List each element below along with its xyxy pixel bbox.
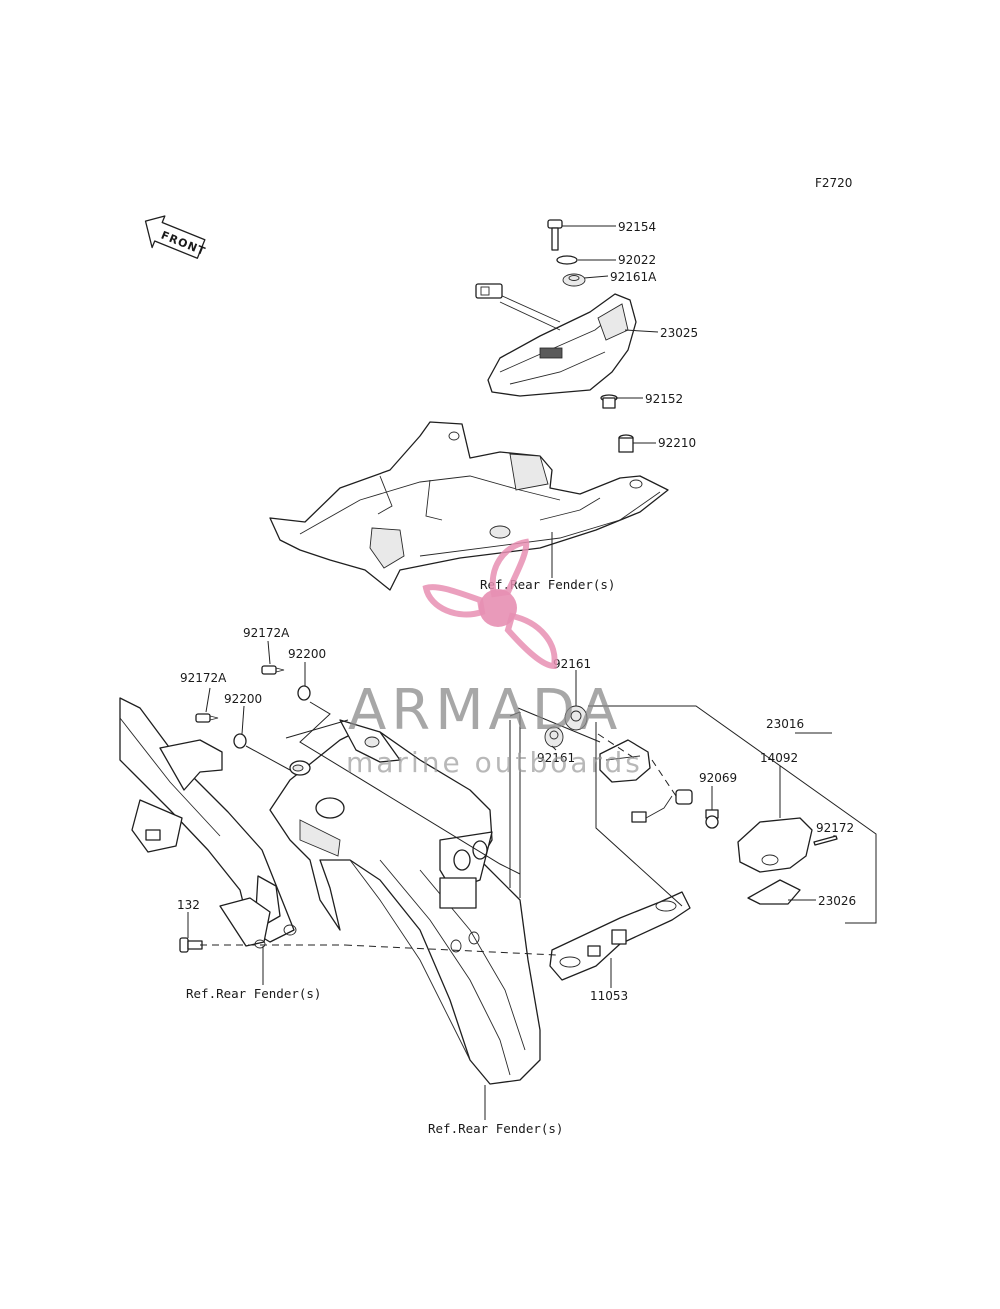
bolt-92154 [547, 219, 563, 251]
label-ref-bottom: Ref.Rear Fender(s) [428, 1121, 563, 1136]
washer-92200-right [297, 685, 311, 701]
dashed-guides [200, 733, 677, 956]
light-housing-23016 [599, 739, 673, 823]
washer-92022 [556, 255, 578, 265]
taillight-23025 [475, 283, 637, 397]
label-ref-left: Ref.Rear Fender(s) [186, 986, 321, 1001]
rear-fender [269, 719, 541, 1085]
collar-92152 [600, 394, 618, 409]
bulb-92069 [705, 809, 719, 829]
grommet-92161-lower [544, 726, 564, 748]
label-92161-lower: 92161 [537, 751, 575, 765]
screw-92172A-left [195, 713, 219, 723]
label-92210: 92210 [658, 436, 696, 450]
lens-14092 [737, 817, 813, 873]
grommet-92161A [562, 273, 586, 287]
label-92172A-upper: 92172A [243, 626, 290, 640]
label-23025: 23025 [660, 326, 698, 340]
label-92172A-lower: 92172A [180, 671, 227, 685]
label-92200-upper: 92200 [288, 647, 326, 661]
label-23016: 23016 [766, 717, 804, 731]
leader-lines [187, 225, 877, 1120]
reflector-23026 [747, 879, 801, 905]
washer-92200-left [233, 733, 247, 749]
propeller-logo-icon [422, 538, 558, 670]
label-92154: 92154 [618, 220, 656, 234]
subframe-rail [119, 697, 297, 949]
label-11053: 11053 [590, 989, 628, 1003]
front-arrow-icon: FRONT [144, 215, 208, 259]
screw-92172A-right [261, 665, 285, 675]
label-92022: 92022 [618, 253, 656, 267]
bolt-132 [179, 937, 203, 953]
label-92200-lower: 92200 [224, 692, 262, 706]
label-14092: 14092 [760, 751, 798, 765]
rear-cowl [269, 421, 669, 591]
label-92172: 92172 [816, 821, 854, 835]
label-92161-upper: 92161 [553, 657, 591, 671]
watermark-brand: ARMADA [348, 678, 622, 743]
label-23026: 23026 [818, 894, 856, 908]
socket-92069 [675, 789, 693, 805]
label-92152: 92152 [645, 392, 683, 406]
collar-92210 [618, 434, 634, 453]
screw-92172 [813, 835, 838, 846]
label-132: 132 [177, 898, 200, 912]
label-92161A: 92161A [610, 270, 657, 284]
watermark-tagline: marine outboards [346, 746, 643, 779]
diagram-code: F2720 [815, 176, 852, 190]
watermark: ARMADA marine outboards [346, 538, 643, 779]
label-92069: 92069 [699, 771, 737, 785]
license-bracket-11053 [549, 891, 691, 981]
